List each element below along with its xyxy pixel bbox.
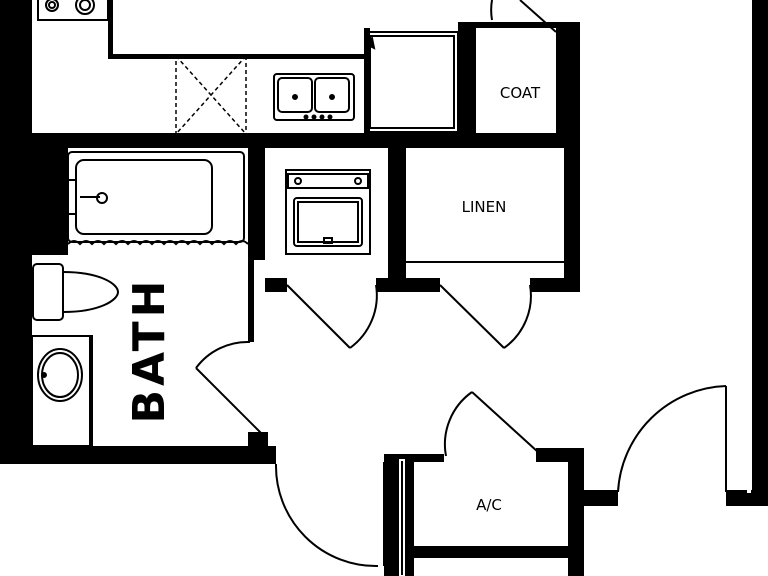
- linen-closet-lines: [404, 148, 564, 278]
- vanity-sink: [31, 335, 93, 447]
- refrigerator-space: [364, 31, 459, 133]
- range: [37, 0, 109, 21]
- doors: [195, 0, 727, 568]
- double-sink: [273, 73, 355, 121]
- coat-closet-label: COAT: [500, 84, 541, 102]
- bath-label: BATH: [124, 276, 175, 423]
- bathtub: [67, 151, 249, 246]
- dishwasher: [175, 55, 247, 135]
- ac-closet-label: A/C: [476, 496, 502, 514]
- wall-inner-lines: [399, 0, 751, 576]
- linen-closet-label: LINEN: [462, 198, 507, 216]
- toilet: [32, 263, 120, 321]
- stacked-washer-dryer: [285, 169, 371, 255]
